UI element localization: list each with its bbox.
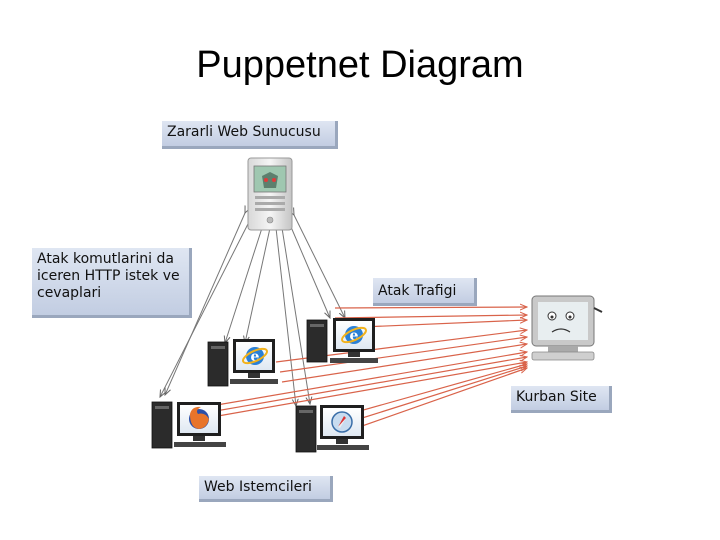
attack-arrow [209,357,527,413]
sad-monitor-icon [531,295,603,361]
label-web-clients: Web Istemcileri [199,476,333,502]
label-attack-traffic: Atak Trafigi [373,278,477,306]
attack-arrow [217,362,527,417]
label-victim-site: Kurban Site [511,386,612,413]
internet-explorer-icon: e [242,347,268,365]
attack-arrow [339,366,527,426]
attack-arrow [334,364,527,419]
label-http-requests: Atak komutlarini da iceren HTTP istek ve… [32,248,192,318]
label-malicious-server: Zararli Web Sunucusu [162,121,338,149]
evil-server-icon [247,157,293,231]
client-computer: e [306,318,378,363]
attack-arrow [279,337,527,373]
attack-arrow [204,352,527,408]
http-arrow [294,215,345,318]
attack-arrow [281,344,527,383]
attack-arrows [204,307,527,433]
safari-icon [331,411,353,433]
attack-arrow [334,315,527,319]
diagram-title: Puppetnet Diagram [196,44,524,86]
http-arrow [245,228,270,343]
attack-arrow [334,307,527,308]
svg-text:e: e [350,328,359,344]
firefox-icon [189,406,209,429]
internet-explorer-icon: e [341,326,367,344]
client-computer [295,405,369,453]
http-arrows [160,213,345,406]
attack-arrow [344,368,527,433]
client-computer: e [207,339,278,387]
client-computer [151,401,226,449]
svg-text:e: e [251,349,260,365]
